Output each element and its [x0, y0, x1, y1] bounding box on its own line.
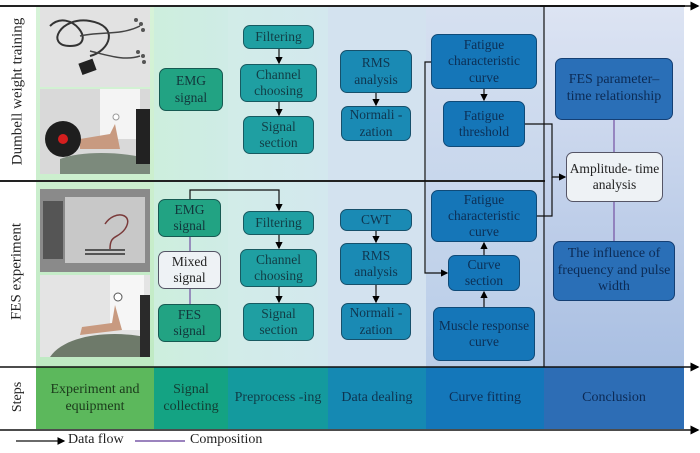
legend-data-flow-label: Data flow: [68, 432, 124, 447]
fes-normalization: Normali -zation: [341, 303, 411, 340]
conclusion-amplitude-time: Amplitude- time analysis: [566, 152, 663, 202]
fes-rms-analysis: RMS analysis: [340, 243, 412, 285]
step-conclusion: Conclusion: [544, 367, 684, 429]
top-separator: [0, 5, 685, 7]
fes-mixed-signal: Mixed signal: [158, 251, 221, 289]
step-label: Experiment and equipment: [50, 381, 140, 415]
legend-composition-label: Composition: [190, 432, 263, 447]
dumbell-subject-illustration: [40, 89, 150, 174]
fes-channel-choosing: Channel choosing: [240, 249, 317, 287]
dumbell-filtering: Filtering: [243, 25, 314, 49]
dumbell-normalization: Normali -zation: [341, 106, 411, 141]
fes-curve-section: Curve section: [448, 255, 520, 291]
step-label: Conclusion: [582, 390, 646, 406]
dumbell-rms-analysis: RMS analysis: [340, 50, 412, 93]
conclusion-fes-parameter: FES parameter– time relationship: [555, 58, 673, 120]
step-label: Preprocess -ing: [234, 390, 322, 406]
arrow-emg-to-filtering: [189, 189, 283, 212]
row-separator: [0, 180, 545, 182]
arrow-fes-fatigue-to-amplitude: [537, 177, 553, 217]
fes-device-illustration: [40, 189, 150, 272]
step-signal-collecting: Signal collecting: [154, 367, 228, 429]
step-label: Signal collecting: [163, 381, 219, 415]
dumbell-emg-signal: EMG signal: [159, 68, 223, 111]
step-label: Curve fitting: [449, 390, 521, 406]
step-label: Data dealing: [341, 390, 413, 406]
dumbell-channel-choosing: Channel choosing: [240, 64, 317, 102]
step-curve-fitting: Curve fitting: [426, 367, 544, 429]
step-preprocessing: Preprocess -ing: [228, 367, 328, 429]
arrow-threshold-to-amplitude: [525, 123, 567, 181]
photo-fes-subject: [40, 275, 150, 357]
photo-emg-device: [40, 6, 150, 87]
fes-cwt: CWT: [340, 209, 412, 231]
emg-cables-illustration: [49, 18, 146, 76]
conclusion-influence: The influence of frequency and pulse wid…: [553, 241, 675, 301]
arrow-dumbell-to-curve-section: [424, 61, 449, 277]
photo-dumbell-training: [40, 89, 150, 174]
fes-filtering: Filtering: [243, 211, 314, 235]
dumbell-fatigue-curve: Fatigue characteristic curve: [431, 34, 537, 89]
fes-signal-section: Signal section: [243, 303, 314, 341]
dumbell-fatigue-threshold: Fatigue threshold: [443, 101, 525, 147]
fes-fes-signal: FES signal: [158, 304, 221, 342]
step-data-dealing: Data dealing: [328, 367, 426, 429]
dumbell-signal-section: Signal section: [243, 116, 314, 154]
fes-emg-signal: EMG signal: [158, 199, 221, 237]
fes-fatigue-curve: Fatigue characteristic curve: [431, 190, 537, 242]
fes-muscle-response: Muscle response curve: [433, 307, 535, 361]
step-experiment: Experiment and equipment: [36, 367, 154, 429]
photo-fes-device: [40, 189, 150, 272]
fes-subject-illustration: [40, 275, 150, 357]
